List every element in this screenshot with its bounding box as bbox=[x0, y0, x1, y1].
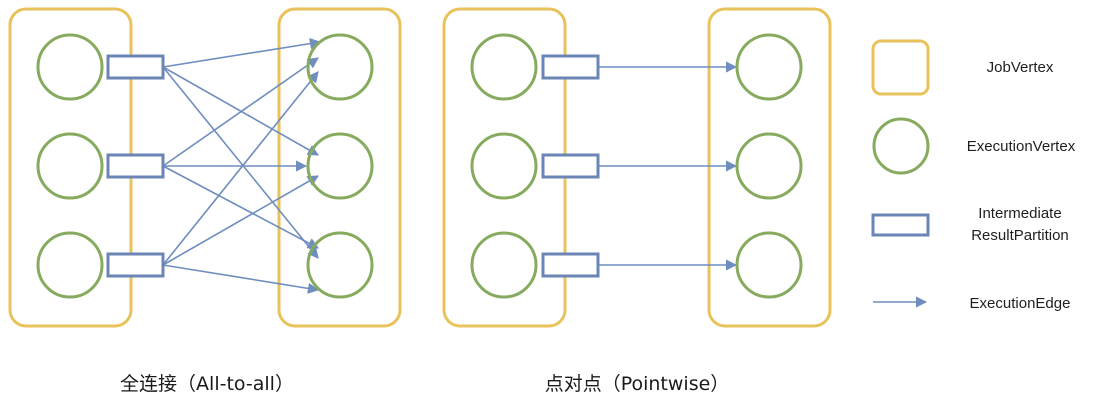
execution-vertex bbox=[735, 132, 803, 200]
execution-edge bbox=[162, 38, 322, 68]
legend-job-vertex-swatch bbox=[871, 39, 930, 96]
legend-partition-label-line2: ResultPartition bbox=[971, 227, 1069, 244]
execution-edge bbox=[162, 66, 319, 156]
execution-edge bbox=[162, 66, 319, 259]
execution-vertex bbox=[735, 231, 803, 299]
execution-edge bbox=[162, 264, 320, 294]
execution-vertex bbox=[306, 33, 374, 101]
execution-vertex bbox=[36, 231, 104, 299]
result-partition bbox=[541, 153, 600, 179]
legend-execution-vertex-swatch bbox=[872, 117, 930, 175]
execution-vertex bbox=[306, 132, 374, 200]
all-to-all-edges bbox=[162, 38, 322, 294]
result-partition bbox=[541, 54, 600, 80]
legend-execution-vertex-label: ExecutionVertex bbox=[967, 138, 1076, 155]
result-partition bbox=[106, 153, 165, 179]
execution-edge bbox=[162, 57, 319, 167]
legend-partition-swatch bbox=[871, 213, 930, 237]
job-vertex-right bbox=[707, 7, 832, 328]
legend: JobVertex ExecutionVertex Intermediate R… bbox=[871, 39, 1076, 312]
result-partition bbox=[106, 54, 165, 80]
execution-vertex bbox=[470, 132, 538, 200]
execution-vertex bbox=[470, 33, 538, 101]
execution-vertex bbox=[36, 33, 104, 101]
result-partition bbox=[106, 252, 165, 278]
legend-execution-edge-label: ExecutionEdge bbox=[970, 295, 1071, 312]
pointwise-group: 点对点（Pointwise） bbox=[442, 7, 832, 395]
result-partition bbox=[541, 252, 600, 278]
execution-vertex bbox=[306, 231, 374, 299]
execution-edge bbox=[162, 71, 319, 266]
all-to-all-group: 全连接（All-to-all） bbox=[8, 7, 402, 395]
execution-edge bbox=[162, 175, 319, 266]
caption-all-to-all: 全连接（All-to-all） bbox=[120, 373, 294, 395]
execution-vertex bbox=[735, 33, 803, 101]
execution-vertex bbox=[470, 231, 538, 299]
job-vertex-right bbox=[277, 7, 402, 328]
caption-pointwise: 点对点（Pointwise） bbox=[545, 373, 730, 395]
pointwise-edges bbox=[598, 61, 738, 271]
execution-edge bbox=[162, 165, 319, 249]
execution-vertex bbox=[36, 132, 104, 200]
legend-partition-label-line1: Intermediate bbox=[978, 205, 1061, 222]
legend-job-vertex-label: JobVertex bbox=[987, 59, 1054, 76]
